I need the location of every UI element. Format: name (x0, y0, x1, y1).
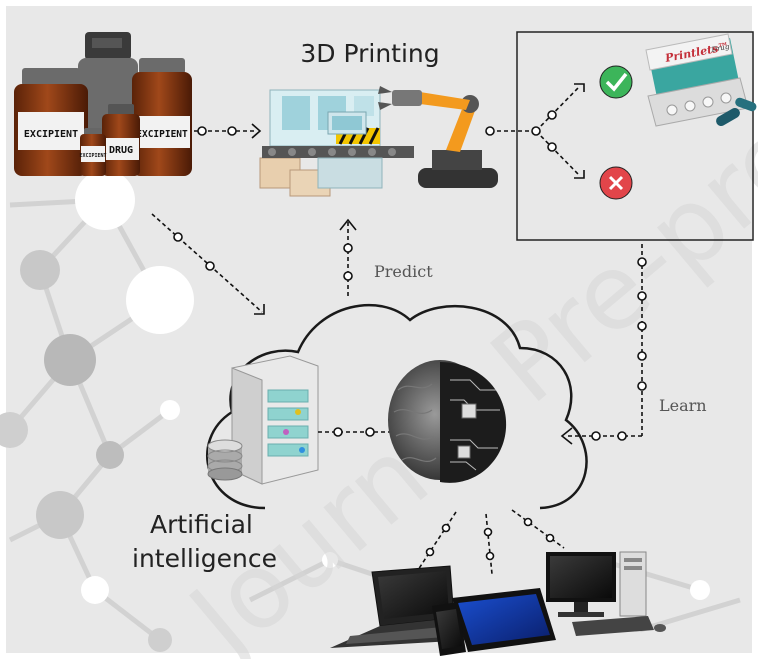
results-box (516, 31, 754, 241)
arrows-ai-to-devices (417, 509, 565, 575)
svg-text:Drug: Drug (710, 43, 731, 55)
check-icon (599, 65, 633, 99)
ai-label-line1: Artificial (150, 510, 253, 539)
3d-printer-icon (259, 89, 414, 197)
ai-label-line2: intelligence (132, 544, 277, 573)
predict-label: Predict (374, 262, 433, 281)
database-icon (207, 439, 243, 481)
arrow-bottles-to-printer (194, 123, 262, 139)
phone-icon (432, 602, 466, 656)
learn-label: Learn (659, 396, 707, 415)
desktop-computer-icon (546, 551, 666, 636)
svg-text:EXCIPIENT: EXCIPIENT (136, 129, 188, 140)
network-nodes (0, 170, 710, 652)
arrow-bottles-to-ai (151, 213, 265, 315)
cross-icon (599, 166, 633, 200)
printing-label: 3D Printing (300, 39, 439, 68)
server-icon (231, 355, 319, 485)
arrow-printer-to-results (485, 126, 536, 136)
arrow-server-to-brain (318, 427, 392, 437)
tablet-icon (452, 588, 556, 652)
results-branch-arrows (531, 83, 585, 179)
svg-text:DRUG: DRUG (109, 145, 133, 156)
brain-chip-icon (388, 360, 507, 483)
drug-bottle-icon: DRUG EXCIPIENT (79, 104, 140, 176)
robot-arm-icon (378, 86, 498, 188)
arrow-predict (339, 218, 357, 296)
svg-text:EXCIPIENT: EXCIPIENT (24, 129, 78, 140)
ai-cloud (206, 303, 588, 510)
svg-text:EXCIPIENT: EXCIPIENT (79, 153, 106, 159)
pill-package-icon: Printlets™ Drug (645, 33, 757, 127)
